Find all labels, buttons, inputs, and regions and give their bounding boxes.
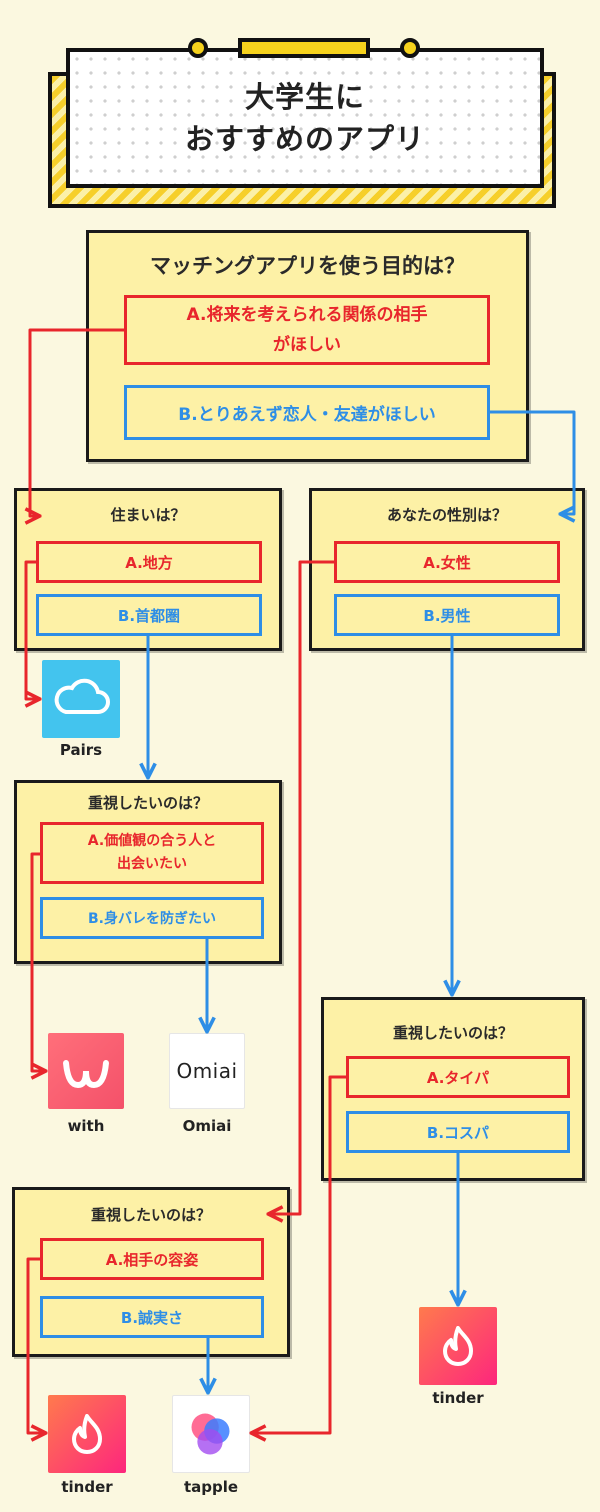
app-with-icon[interactable] — [48, 1033, 124, 1109]
option-priority-female-b[interactable]: B.誠実さ — [40, 1296, 264, 1338]
question-priority-male-title: 重視したいのは？ — [392, 1024, 513, 1042]
pairs-cloud-icon — [54, 678, 110, 714]
app-tinder-male-icon[interactable] — [419, 1307, 497, 1385]
tinder-flame-icon — [72, 1414, 102, 1454]
app-tinder-male-label: tinder — [432, 1389, 484, 1407]
omiai-logo-text: Omiai — [176, 1059, 238, 1083]
app-tinder-female-label: tinder — [61, 1478, 113, 1496]
option-gender-b[interactable]: B.男性 — [334, 594, 560, 636]
app-pairs-icon[interactable] — [42, 660, 120, 738]
question-priority-female-title: 重視したいのは？ — [90, 1206, 211, 1224]
option-priority-values-b[interactable]: B.身バレを防ぎたい — [40, 897, 264, 939]
app-omiai-label: Omiai — [182, 1117, 232, 1135]
question-residence-title: 住まいは？ — [110, 506, 186, 524]
title-banner: 大学生に おすすめのアプリ — [66, 48, 544, 188]
option-gender-a[interactable]: A.女性 — [334, 541, 560, 583]
app-omiai-icon[interactable]: Omiai — [169, 1033, 245, 1109]
option-purpose-a[interactable]: A.将来を考えられる関係の相手がほしい — [124, 295, 490, 365]
question-priority-values-title: 重視したいのは？ — [87, 794, 208, 812]
page-title: 大学生に おすすめのアプリ — [185, 76, 425, 160]
app-tapple-label: tapple — [183, 1478, 239, 1496]
app-tinder-female-icon[interactable] — [48, 1395, 126, 1473]
option-priority-male-a[interactable]: A.タイパ — [346, 1056, 570, 1098]
title-line-1: 大学生に — [244, 80, 365, 114]
tapple-bubbles-icon — [191, 1413, 230, 1455]
option-residence-a[interactable]: A.地方 — [36, 541, 262, 583]
app-pairs-label: Pairs — [59, 741, 103, 759]
app-tapple-icon[interactable] — [172, 1395, 250, 1473]
with-w-icon — [63, 1060, 109, 1089]
option-priority-female-a[interactable]: A.相手の容姿 — [40, 1238, 264, 1280]
title-pin-right — [400, 38, 420, 58]
question-gender-title: あなたの性別は？ — [386, 506, 507, 524]
title-line-2: おすすめのアプリ — [184, 122, 425, 156]
app-with-label: with — [67, 1117, 105, 1135]
tinder-flame-icon — [443, 1326, 473, 1366]
option-priority-male-b[interactable]: B.コスパ — [346, 1111, 570, 1153]
option-priority-values-a[interactable]: A.価値観の合う人と出会いたい — [40, 822, 264, 884]
option-residence-b[interactable]: B.首都圏 — [36, 594, 262, 636]
title-tab — [238, 38, 370, 58]
question-purpose-title: マッチングアプリを使う目的は？ — [150, 254, 465, 278]
title-pin-left — [188, 38, 208, 58]
option-purpose-b[interactable]: B.とりあえず恋人・友達がほしい — [124, 385, 490, 440]
